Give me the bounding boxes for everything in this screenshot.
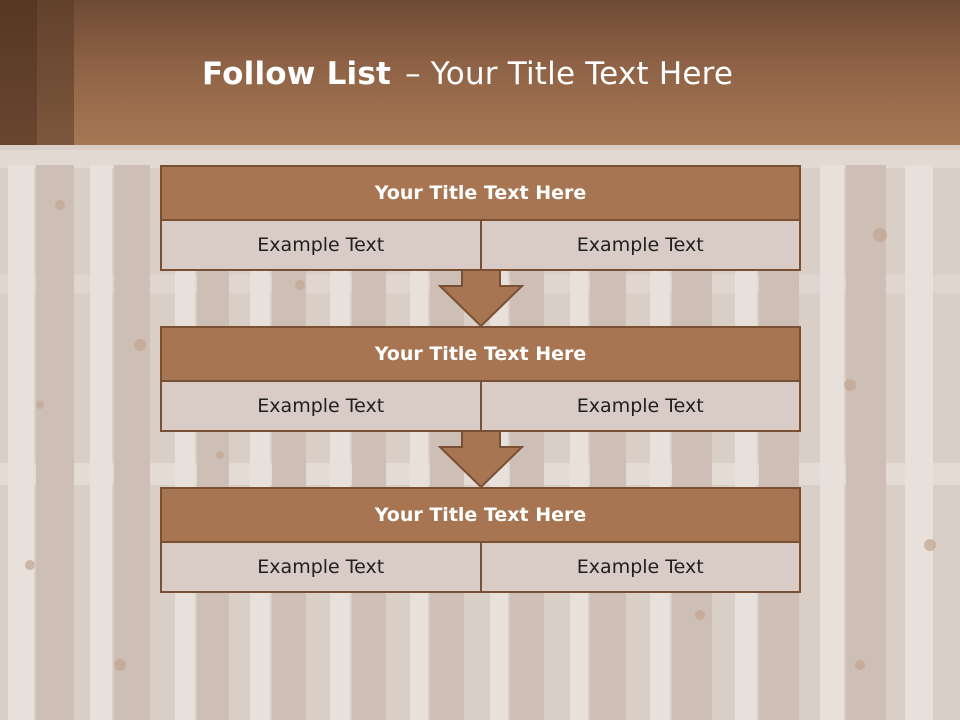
title-bold: Follow List bbox=[202, 56, 392, 92]
step-row: Example Text Example Text bbox=[160, 543, 801, 593]
step-cell-right: Example Text bbox=[479, 382, 800, 430]
header-accent-strip bbox=[37, 0, 74, 145]
title-rest: Your Title Text Here bbox=[430, 56, 734, 92]
step-row: Example Text Example Text bbox=[160, 221, 801, 271]
step-block-1: Your Title Text Here Example Text Exampl… bbox=[160, 165, 801, 271]
step-title: Your Title Text Here bbox=[160, 326, 801, 382]
down-arrow-icon bbox=[438, 431, 524, 489]
step-block-3: Your Title Text Here Example Text Exampl… bbox=[160, 487, 801, 593]
step-title: Your Title Text Here bbox=[160, 487, 801, 543]
step-row: Example Text Example Text bbox=[160, 382, 801, 432]
down-arrow-icon bbox=[438, 270, 524, 328]
step-title: Your Title Text Here bbox=[160, 165, 801, 221]
step-cell-right: Example Text bbox=[479, 221, 800, 269]
step-cell-left: Example Text bbox=[257, 395, 385, 417]
slide-title: Follow List–Your Title Text Here bbox=[202, 56, 733, 92]
step-cell-left: Example Text bbox=[257, 234, 385, 256]
title-dash: – bbox=[405, 56, 421, 92]
header-band: Follow List–Your Title Text Here bbox=[0, 0, 960, 145]
step-block-2: Your Title Text Here Example Text Exampl… bbox=[160, 326, 801, 432]
step-cell-left: Example Text bbox=[257, 556, 385, 578]
step-cell-right: Example Text bbox=[479, 543, 800, 591]
header-accent-strip bbox=[0, 0, 37, 145]
